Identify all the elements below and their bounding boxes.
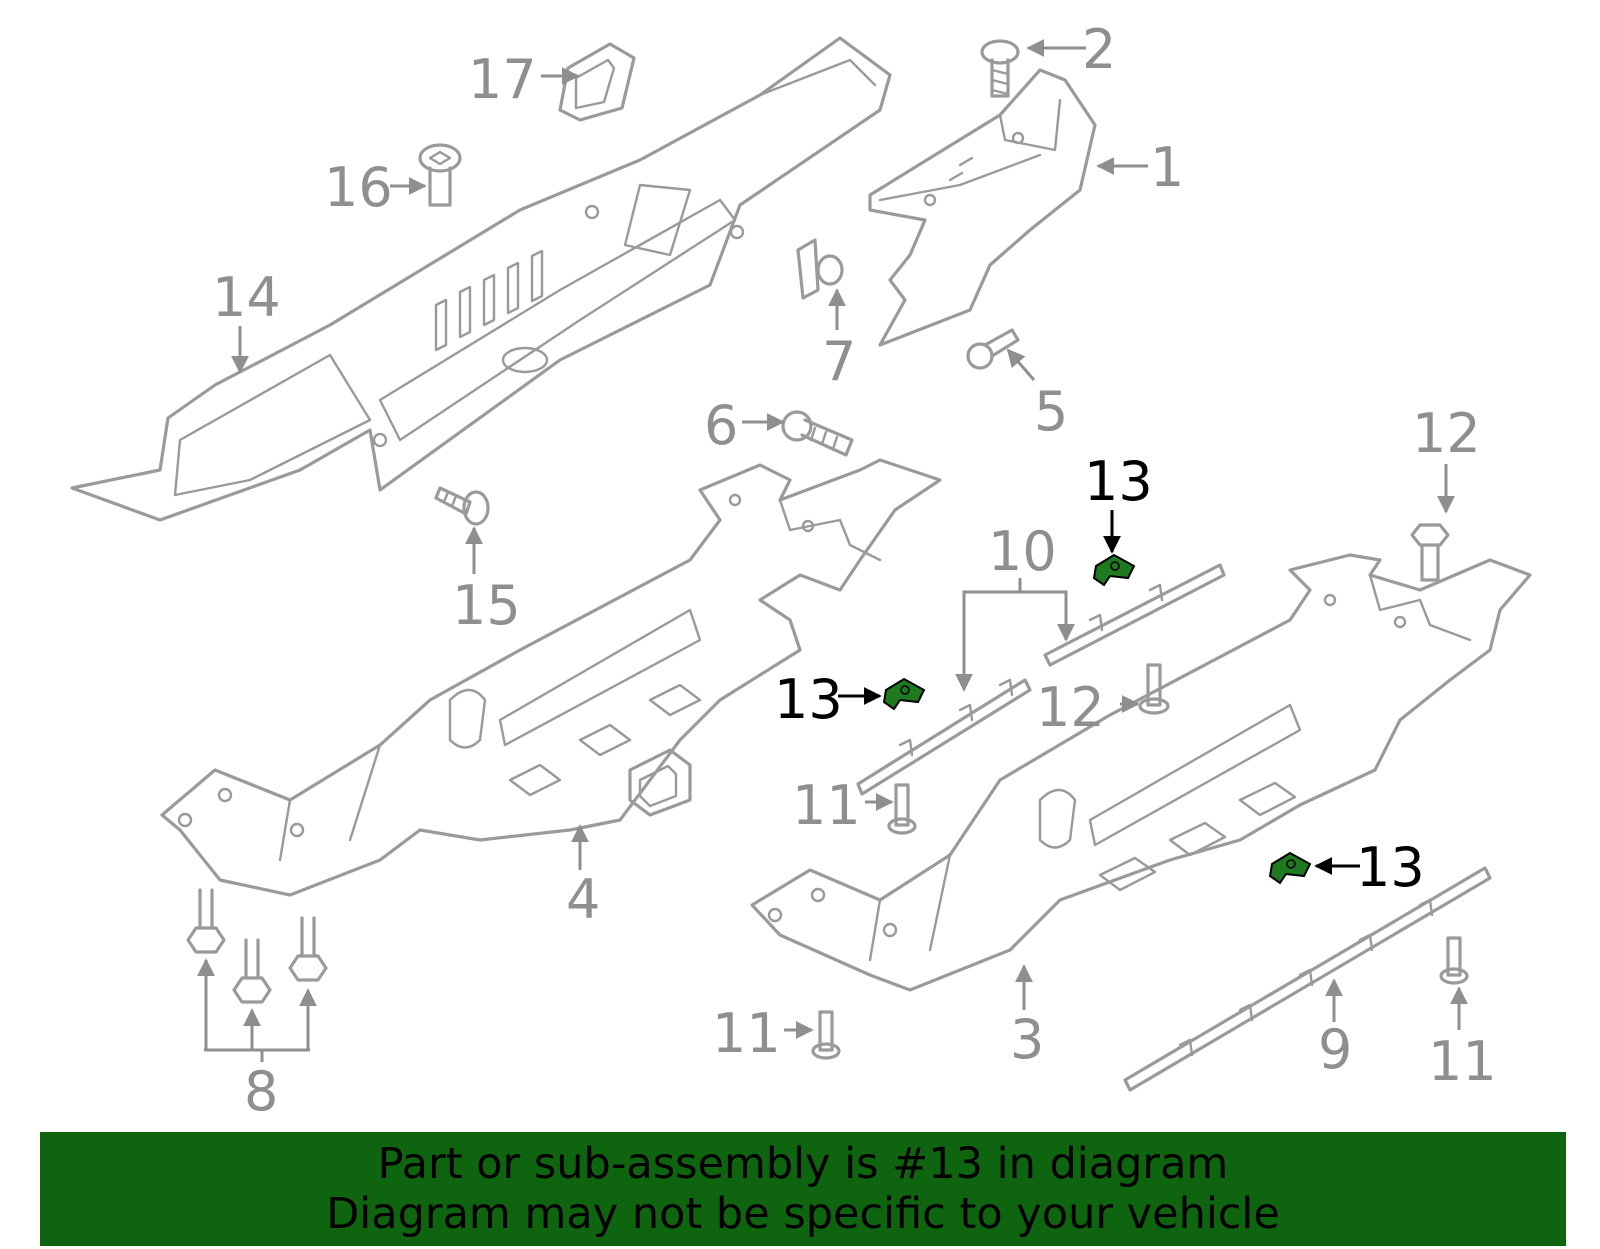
part-15-bolt (434, 486, 490, 526)
callout-4: 4 (566, 868, 600, 931)
callout-9: 9 (1318, 1018, 1352, 1081)
callout-8: 8 (244, 1060, 278, 1123)
part-8-bolts (186, 888, 328, 1004)
part-9-reinforcement (1123, 866, 1492, 1092)
part-5-bolt (966, 328, 1020, 370)
callout-12-top: 12 (1412, 402, 1481, 465)
part-1-end-cap (868, 68, 1097, 347)
callout-12-mid: 12 (1036, 676, 1105, 739)
part-3-bracket (750, 553, 1532, 992)
callout-10: 10 (988, 520, 1057, 583)
callout-15: 15 (452, 574, 521, 637)
part-16-plug (418, 143, 462, 207)
callout-1: 1 (1150, 136, 1184, 199)
callout-11-left: 11 (792, 774, 861, 837)
callout-7: 7 (822, 330, 856, 393)
part-2-bolt (980, 39, 1020, 98)
part-13-clip-nut-c (1268, 851, 1312, 885)
part-14-step-pad (70, 36, 892, 522)
part-7-clip (796, 238, 844, 300)
part-12-bolts (1138, 523, 1450, 715)
callout-16: 16 (324, 156, 393, 219)
callout-2: 2 (1082, 18, 1116, 81)
callout-5: 5 (1034, 380, 1068, 443)
callout-6: 6 (704, 394, 738, 457)
part-10-reinforcement (856, 563, 1226, 796)
part-6-bolt (781, 410, 854, 457)
info-banner: Part or sub-assembly is #13 in diagram D… (40, 1132, 1566, 1246)
leader-lines (197, 39, 1468, 1062)
banner-line-1: Part or sub-assembly is #13 in diagram (377, 1139, 1229, 1189)
callout-13-right: 13 (1356, 836, 1425, 899)
callout-11-bottom: 11 (712, 1002, 781, 1065)
part-13-clip-nut-a (1092, 553, 1136, 587)
banner-line-2: Diagram may not be specific to your vehi… (326, 1189, 1280, 1239)
part-17-insert (558, 42, 636, 122)
callout-13-left: 13 (774, 668, 843, 731)
part-11-studs (811, 783, 1469, 1060)
callout-14: 14 (212, 266, 281, 329)
part-4-bracket (160, 458, 942, 897)
callout-17: 17 (468, 48, 537, 111)
callout-3: 3 (1010, 1008, 1044, 1071)
part-13-clip-nut-b (882, 677, 926, 711)
callout-13-top: 13 (1084, 450, 1153, 513)
callout-11-right: 11 (1428, 1030, 1497, 1093)
